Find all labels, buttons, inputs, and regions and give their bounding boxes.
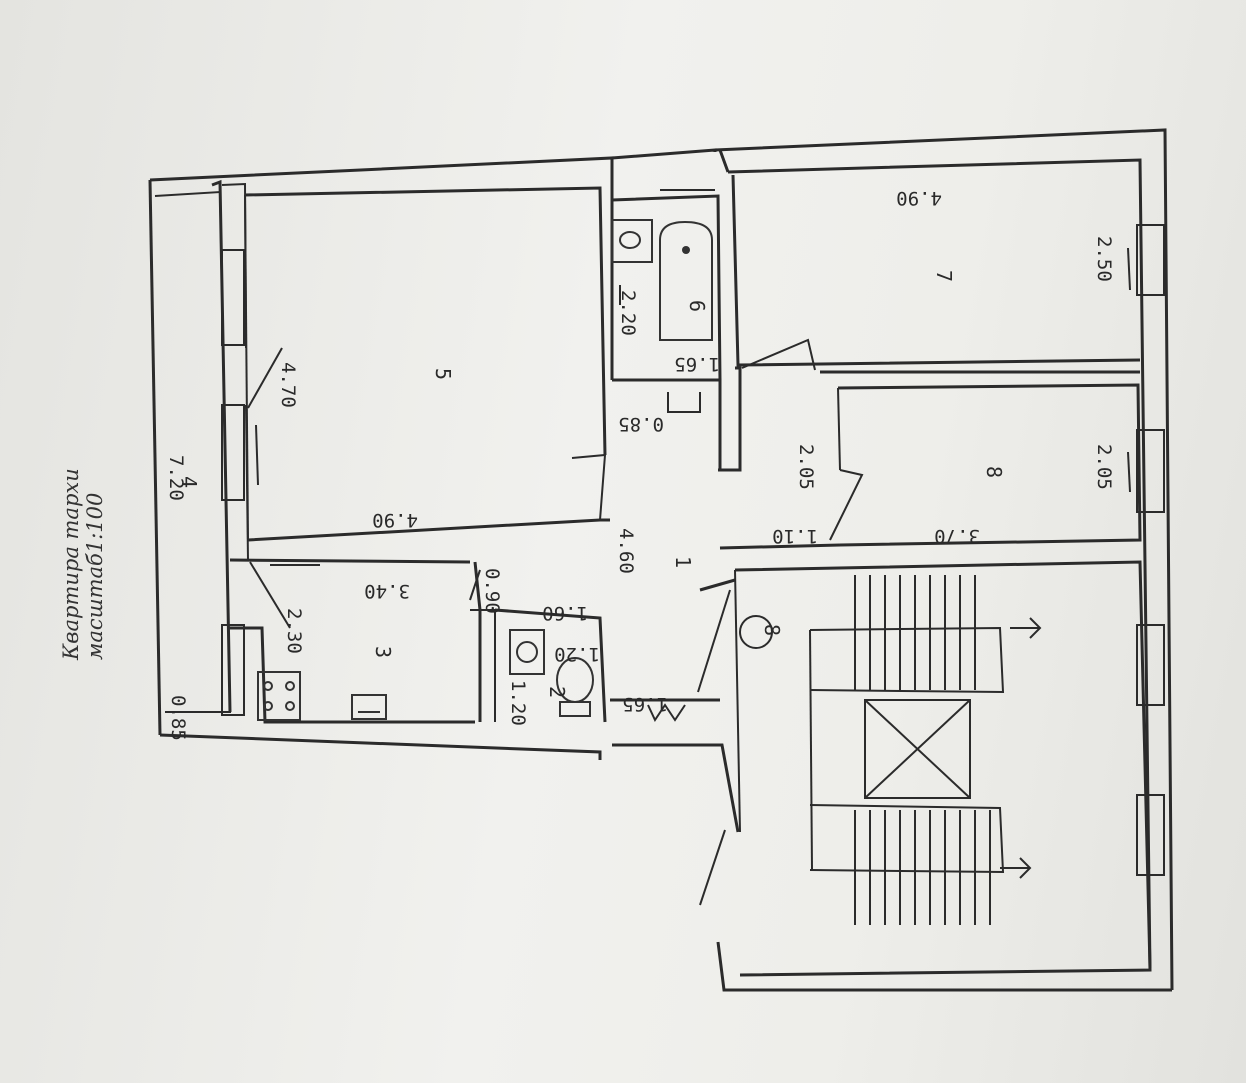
room-7-label: 7 (932, 270, 956, 282)
title-line2: масштаб1:100 (83, 493, 107, 660)
dim-1-65-bath: 1.65 (674, 353, 720, 375)
dim-4-90-room7: 4.90 (896, 187, 942, 209)
dim-0-85-hall: 0.85 (618, 413, 664, 435)
room-4-label: 4 (177, 476, 201, 488)
bathtub-icon (659, 220, 713, 341)
dim-2-05-a: 2.05 (795, 444, 817, 490)
kitchen-room-3 (228, 558, 475, 724)
bathroom-room-6 (611, 189, 722, 381)
room-6-label: 6 (685, 300, 709, 312)
dim-2-20: 2.20 (617, 290, 639, 336)
wc-room-2 (469, 561, 607, 723)
title-line1: Квартира тархи (59, 468, 83, 661)
dim-1-10: 1.10 (772, 525, 818, 547)
dim-3-70: 3.70 (934, 525, 980, 547)
washbasin-icon (611, 219, 653, 263)
washbasin-icon (509, 629, 545, 675)
dim-4-70: 4.70 (277, 362, 299, 408)
room-8-walls (837, 383, 1165, 547)
room-7-walls (731, 174, 1165, 374)
stair-marker-label: 8 (760, 624, 784, 636)
dim-1-65-hall: 1.65 (622, 693, 668, 715)
dimension-labels: 7.20 0.85 4.70 4.90 3.40 2.30 0.90 1.60 … (165, 187, 1115, 741)
room-5-walls (244, 186, 610, 542)
dim-2-30: 2.30 (283, 608, 305, 654)
outer-walls (148, 128, 1174, 992)
stair-marker-circle (739, 615, 773, 649)
room-numbers: 1 2 3 4 5 6 7 8 8 (177, 270, 1006, 698)
dim-1-20-b: 1.20 (507, 680, 529, 726)
room-1-label: 1 (671, 556, 695, 568)
room-3-label: 3 (371, 646, 395, 658)
dim-2-05-b: 2.05 (1093, 444, 1115, 490)
dim-3-40: 3.40 (364, 580, 410, 602)
dim-1-20-a: 1.20 (554, 643, 600, 665)
room-2-label: 2 (545, 686, 569, 698)
sink-icon (351, 694, 387, 720)
dim-7-20: 7.20 (165, 455, 187, 501)
balcony-room-4 (154, 179, 249, 716)
dim-0-90: 0.90 (481, 568, 503, 614)
room-8-label: 8 (982, 466, 1006, 478)
title-block: Квартира тархи масштаб1:100 (59, 468, 107, 661)
stairwell (734, 560, 1165, 969)
dim-0-85-balcony: 0.85 (167, 695, 189, 741)
dim-4-90-room5: 4.90 (372, 509, 418, 531)
stove-icon (257, 671, 301, 721)
room-5-label: 5 (431, 368, 455, 380)
dim-1-60: 1.60 (542, 602, 588, 624)
elevator-shaft (864, 699, 971, 799)
dim-2-50: 2.50 (1093, 236, 1115, 282)
dim-4-60: 4.60 (615, 528, 637, 574)
